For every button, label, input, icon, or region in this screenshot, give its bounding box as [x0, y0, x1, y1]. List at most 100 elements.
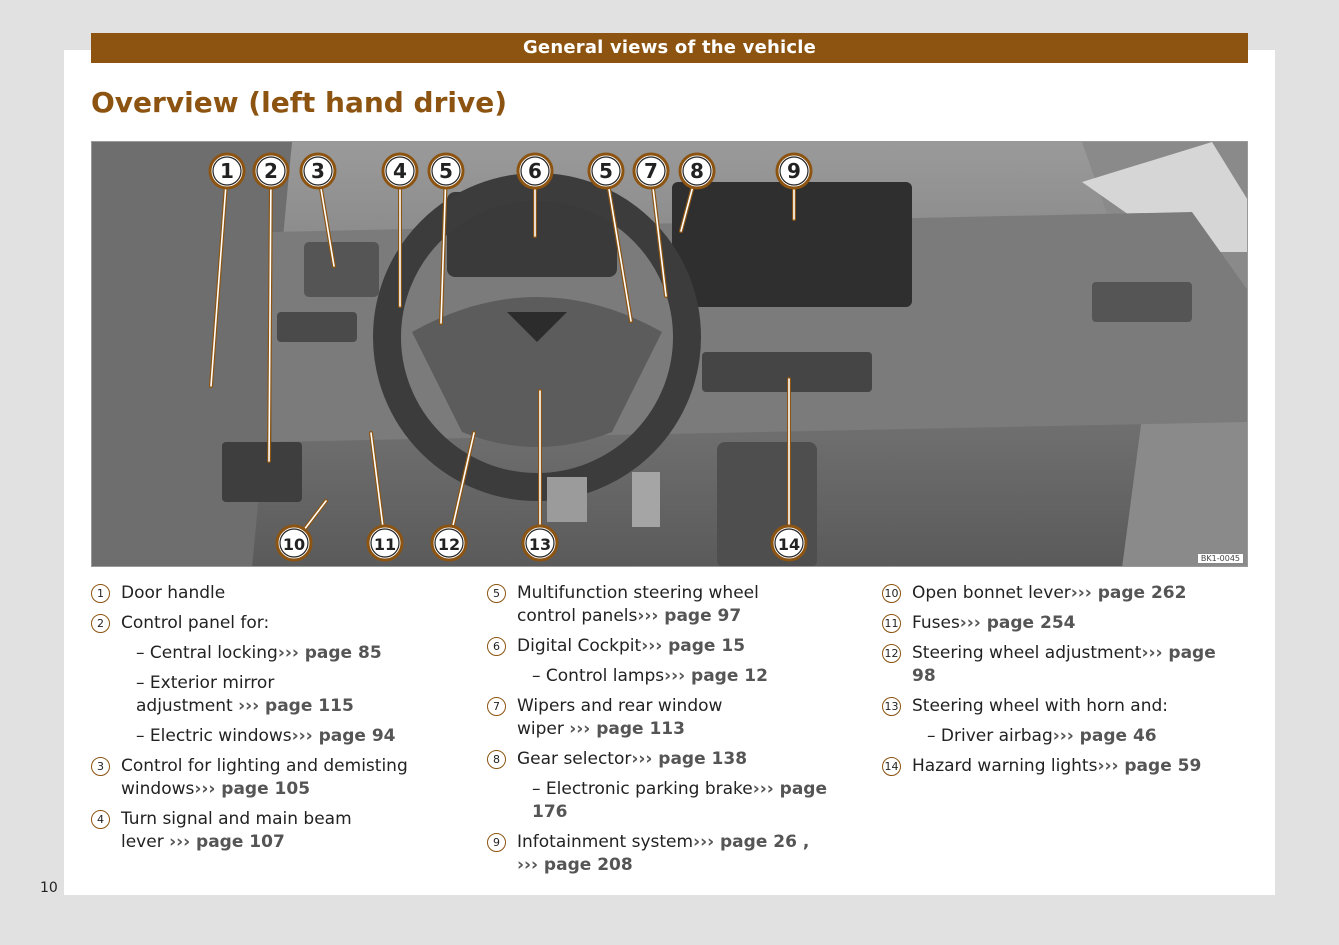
callout-marker: 13 — [521, 524, 559, 562]
callout-label: 13 — [529, 535, 551, 554]
callout-label: 8 — [690, 159, 704, 183]
callout-label: 9 — [787, 159, 801, 183]
callout-marker: 5 — [427, 152, 465, 190]
callout-number: 6 — [487, 637, 506, 656]
callout-label: 2 — [264, 159, 278, 183]
callout-marker: 4 — [381, 152, 419, 190]
legend-text: – Control lamps — [532, 666, 665, 686]
legend-subitem: – Exterior mirror adjustment ››› page 11… — [91, 672, 366, 718]
callout-label: 7 — [644, 159, 658, 183]
callout-label: 1 — [220, 159, 234, 183]
page-link[interactable]: ››› page 105 — [194, 779, 311, 799]
legend-item: 1 Door handle — [91, 582, 461, 605]
callout-marker: 9 — [775, 152, 813, 190]
page-link[interactable]: ››› page 59 — [1097, 756, 1202, 776]
page-title: Overview (left hand drive) — [91, 86, 508, 119]
page-link[interactable]: ››› page 85 — [277, 643, 382, 663]
callout-number: 12 — [882, 644, 901, 663]
callout-number: 1 — [91, 584, 110, 603]
legend-text: Multifunction steering wheel control pan… — [517, 583, 759, 626]
page-link[interactable]: ››› page 94 — [291, 726, 396, 746]
callout-leader-line — [210, 170, 228, 387]
legend-item: 11 Fuses››› page 254 — [882, 612, 1242, 635]
page-link[interactable]: ››› page 138 — [631, 749, 748, 769]
page-link[interactable]: ››› page 46 — [1052, 726, 1157, 746]
legend-item: 14 Hazard warning lights››› page 59 — [882, 755, 1242, 778]
page-link[interactable]: ››› page 107 — [169, 832, 285, 852]
callout-marker: 8 — [678, 152, 716, 190]
page-link[interactable]: ››› page 254 — [959, 613, 1076, 633]
legend-item: 10 Open bonnet lever››› page 262 — [882, 582, 1242, 605]
page-link[interactable]: ››› page 12 — [664, 666, 768, 686]
callout-number: 14 — [882, 757, 901, 776]
callout-number: 7 — [487, 697, 506, 716]
callout-leader-line — [440, 170, 447, 324]
legend-text: – Electronic parking brake — [532, 779, 753, 799]
callout-label: 5 — [599, 159, 613, 183]
callout-leader-line — [650, 170, 667, 297]
legend-text: Control for lighting and demisting windo… — [121, 756, 408, 799]
callout-marker: 11 — [366, 524, 404, 562]
legend-text: Hazard warning lights — [912, 756, 1098, 776]
legend-subitem: – Electronic parking brake››› page 176 — [487, 778, 847, 824]
callout-label: 11 — [374, 535, 396, 554]
legend-text: Control panel for: — [121, 613, 270, 633]
callout-label: 4 — [393, 159, 407, 183]
callout-number: 10 — [882, 584, 901, 603]
callout-marker: 10 — [275, 524, 313, 562]
legend-text: Turn signal and main beam lever — [121, 809, 352, 852]
page-link[interactable]: ››› page 208 — [517, 855, 633, 875]
legend-item: 13 Steering wheel with horn and: — [882, 695, 1242, 718]
legend-text: Gear selector — [517, 749, 632, 769]
callout-marker: 12 — [430, 524, 468, 562]
legend-text: Fuses — [912, 613, 960, 633]
callout-marker: 1 — [208, 152, 246, 190]
legend-subitem: – Central locking››› page 85 — [91, 642, 461, 665]
page-link[interactable]: ››› page 262 — [1070, 583, 1187, 603]
legend-item: 2 Control panel for: — [91, 612, 461, 635]
page-link[interactable]: ››› page 15 — [641, 636, 746, 656]
legend-text: Steering wheel with horn and: — [912, 696, 1169, 716]
callout-marker: 3 — [299, 152, 337, 190]
legend-text: – Electric windows — [136, 726, 292, 746]
callout-leader-line — [448, 432, 475, 544]
page-link[interactable]: ››› page 26 , — [693, 832, 810, 852]
figure-code: BK1-0045 — [1196, 553, 1244, 564]
legend-text: Door handle — [121, 583, 226, 603]
legend-column-1: 1 Door handle 2 Control panel for: – Centr… — [91, 582, 461, 861]
callout-number: 11 — [882, 614, 901, 633]
callout-label: 10 — [283, 535, 305, 554]
page-number: 10 — [40, 880, 58, 896]
callout-number: 2 — [91, 614, 110, 633]
page-link[interactable]: ››› page 98 — [912, 643, 1216, 686]
legend-text: – Driver airbag — [927, 726, 1053, 746]
page-link[interactable]: ››› page 176 — [532, 779, 828, 822]
callout-label: 6 — [528, 159, 542, 183]
callout-number: 8 — [487, 750, 506, 769]
callout-marker: 2 — [252, 152, 290, 190]
legend-text: Open bonnet lever — [912, 583, 1071, 603]
page-link[interactable]: ››› page 97 — [637, 606, 742, 626]
legend-item: 6 Digital Cockpit››› page 15 — [487, 635, 847, 658]
callout-marker: 7 — [632, 152, 670, 190]
legend-text: Infotainment system — [517, 832, 694, 852]
legend-text: Digital Cockpit — [517, 636, 642, 656]
callout-marker: 6 — [516, 152, 554, 190]
callout-number: 5 — [487, 584, 506, 603]
page-link[interactable]: ››› page 115 — [238, 696, 354, 716]
legend-text: – Exterior mirror adjustment — [136, 673, 275, 716]
legend-subitem: – Control lamps››› page 12 — [487, 665, 847, 688]
legend-item: 5 Multifunction steering wheel control pa… — [487, 582, 822, 628]
legend-item: 8 Gear selector››› page 138 — [487, 748, 847, 771]
callout-label: 3 — [311, 159, 325, 183]
page-link[interactable]: ››› page 113 — [569, 719, 685, 739]
callout-marker: 5 — [587, 152, 625, 190]
callout-number: 13 — [882, 697, 901, 716]
